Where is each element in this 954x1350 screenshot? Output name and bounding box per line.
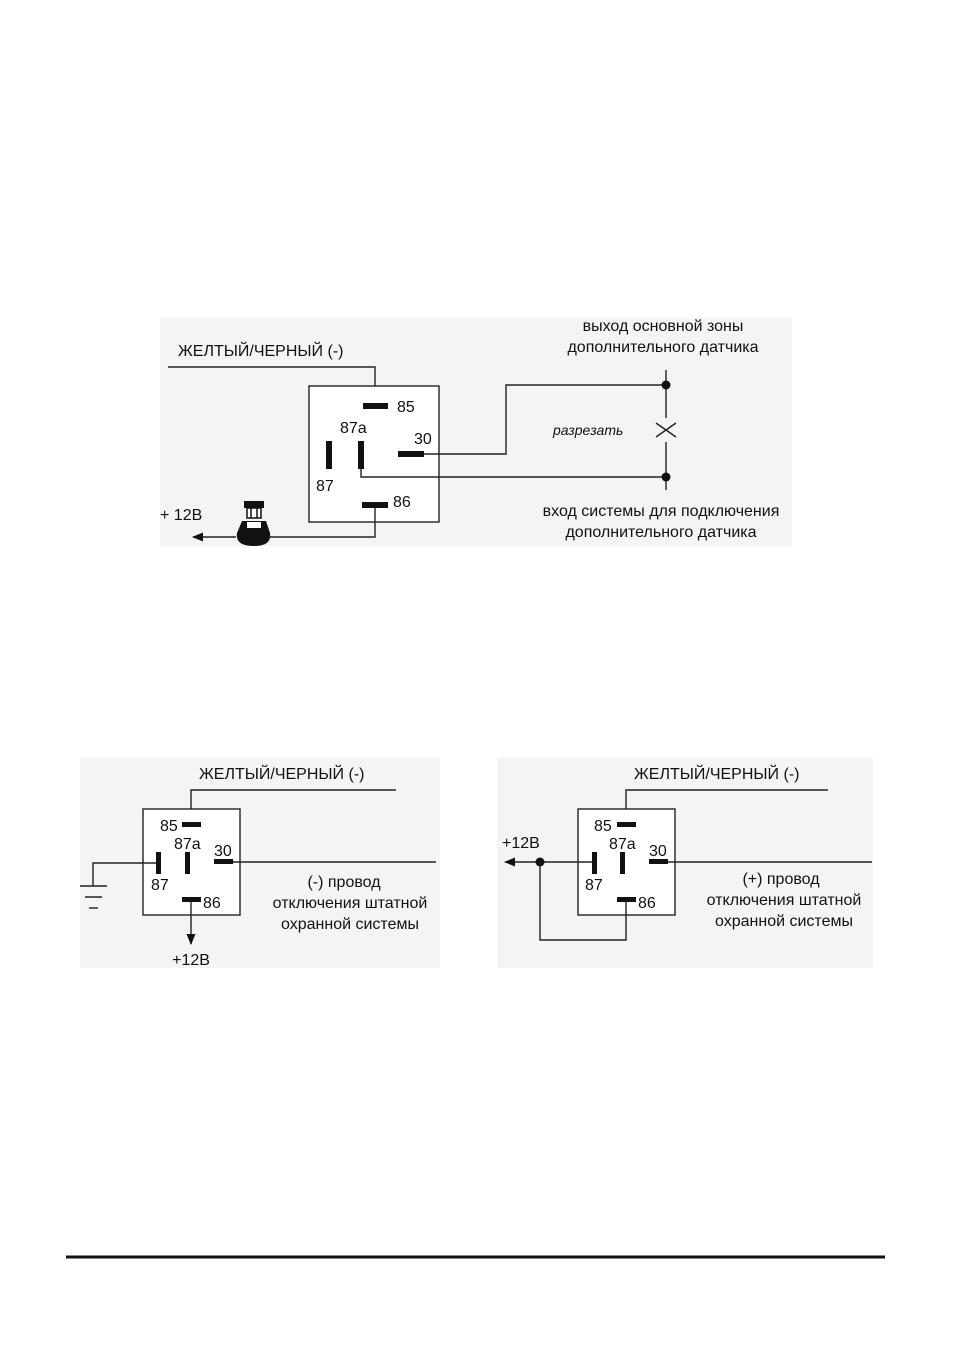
diagram2-pin-87a: 87a	[174, 836, 201, 853]
diagram1-wire-label: ЖЕЛТЫЙ/ЧЕРНЫЙ (-)	[178, 341, 343, 360]
diagram3-pin-87: 87	[585, 877, 603, 894]
diagram1-contact-86	[362, 502, 388, 508]
diagram2-signal-line1: (-) провод	[307, 874, 381, 891]
diagram1-zone-output-line1: выход основной зоны	[583, 318, 744, 335]
diagram3-signal-line3: охранной системы	[715, 913, 853, 930]
diagram1-wire-86	[270, 508, 376, 538]
diagram1-contact-87	[326, 441, 332, 469]
cut-mark-icon	[655, 422, 677, 438]
diagram1-contact-85	[363, 403, 388, 409]
diagram2-pin-30: 30	[214, 843, 232, 860]
diagram1-contact-87a	[358, 441, 364, 469]
diagram1-pin-87: 87	[316, 478, 334, 495]
diagram2-wire-label: ЖЕЛТЫЙ/ЧЕРНЫЙ (-)	[199, 764, 364, 783]
diagram2-pin-87: 87	[151, 877, 169, 894]
diagram1-pin-30: 30	[414, 431, 432, 448]
diagram1-junction-top	[661, 380, 671, 390]
diagram1-zone-output-line2: дополнительного датчика	[567, 339, 758, 356]
diagram2-power-label: +12В	[172, 952, 210, 969]
diagram3-power-label: +12В	[502, 835, 540, 852]
diagram1-junction-bottom	[661, 472, 671, 482]
diagram2-pin-86: 86	[203, 895, 221, 912]
diagram1-wire-30	[424, 384, 666, 455]
diagram2-signal-line3: охранной системы	[281, 916, 419, 933]
diagram1-system-input-line1: вход системы для подключения	[543, 503, 780, 520]
diagram1-wire-87a	[360, 469, 666, 478]
diagram1-pin-85: 85	[397, 399, 415, 416]
diagram3-contact-86	[617, 897, 636, 902]
diagram3-contact-85	[617, 822, 636, 827]
diagram3-contact-30	[649, 859, 668, 864]
diagram3-wire-label: ЖЕЛТЫЙ/ЧЕРНЫЙ (-)	[634, 764, 799, 783]
ground-icon	[80, 885, 107, 909]
diagram3-pin-85: 85	[594, 818, 612, 835]
diagram1-background	[160, 318, 792, 546]
diagram3-pin-30: 30	[649, 843, 667, 860]
diagram1-cut-label: разрезать	[552, 422, 623, 438]
diagram3-signal-line2: отключения штатной	[707, 892, 862, 909]
diagram3-pin-87a: 87a	[609, 836, 636, 853]
diagram2-pin-85: 85	[160, 818, 178, 835]
diagram2-contact-86	[182, 897, 201, 902]
diagram1-pin-87a: 87a	[340, 420, 367, 437]
diagram-relay-sensor-cut: ЖЕЛТЫЙ/ЧЕРНЫЙ (-) 85 87a 30 87 86 разрез…	[160, 318, 792, 546]
diagram3-contact-87	[592, 852, 597, 874]
diagram3-pin-86: 86	[638, 895, 656, 912]
diagram2-contact-30	[214, 859, 233, 864]
diagram2-contact-85	[182, 822, 201, 827]
diagram2-signal-line2: отключения штатной	[273, 895, 428, 912]
diagram-relay-negative: ЖЕЛТЫЙ/ЧЕРНЫЙ (-) 85 87a 30 87 86 (-) пр…	[80, 758, 440, 969]
diagram2-contact-87a	[185, 852, 190, 874]
fuse-holder-icon	[236, 501, 271, 546]
diagram2-wire-87	[92, 862, 156, 886]
diagram-relay-positive: ЖЕЛТЫЙ/ЧЕРНЫЙ (-) 85 87a 30 87 86 (+) пр…	[497, 758, 873, 968]
diagram3-signal-line1: (+) провод	[742, 871, 820, 888]
diagram2-contact-87	[156, 852, 161, 874]
diagram1-power-label: + 12В	[160, 507, 202, 524]
diagram3-background	[497, 758, 873, 968]
diagram1-pin-86: 86	[393, 494, 411, 511]
diagram1-system-input-line2: дополнительного датчика	[565, 524, 756, 541]
diagram1-contact-30	[398, 451, 424, 457]
diagram3-contact-87a	[620, 852, 625, 874]
diagram3-wire-86	[539, 862, 627, 941]
